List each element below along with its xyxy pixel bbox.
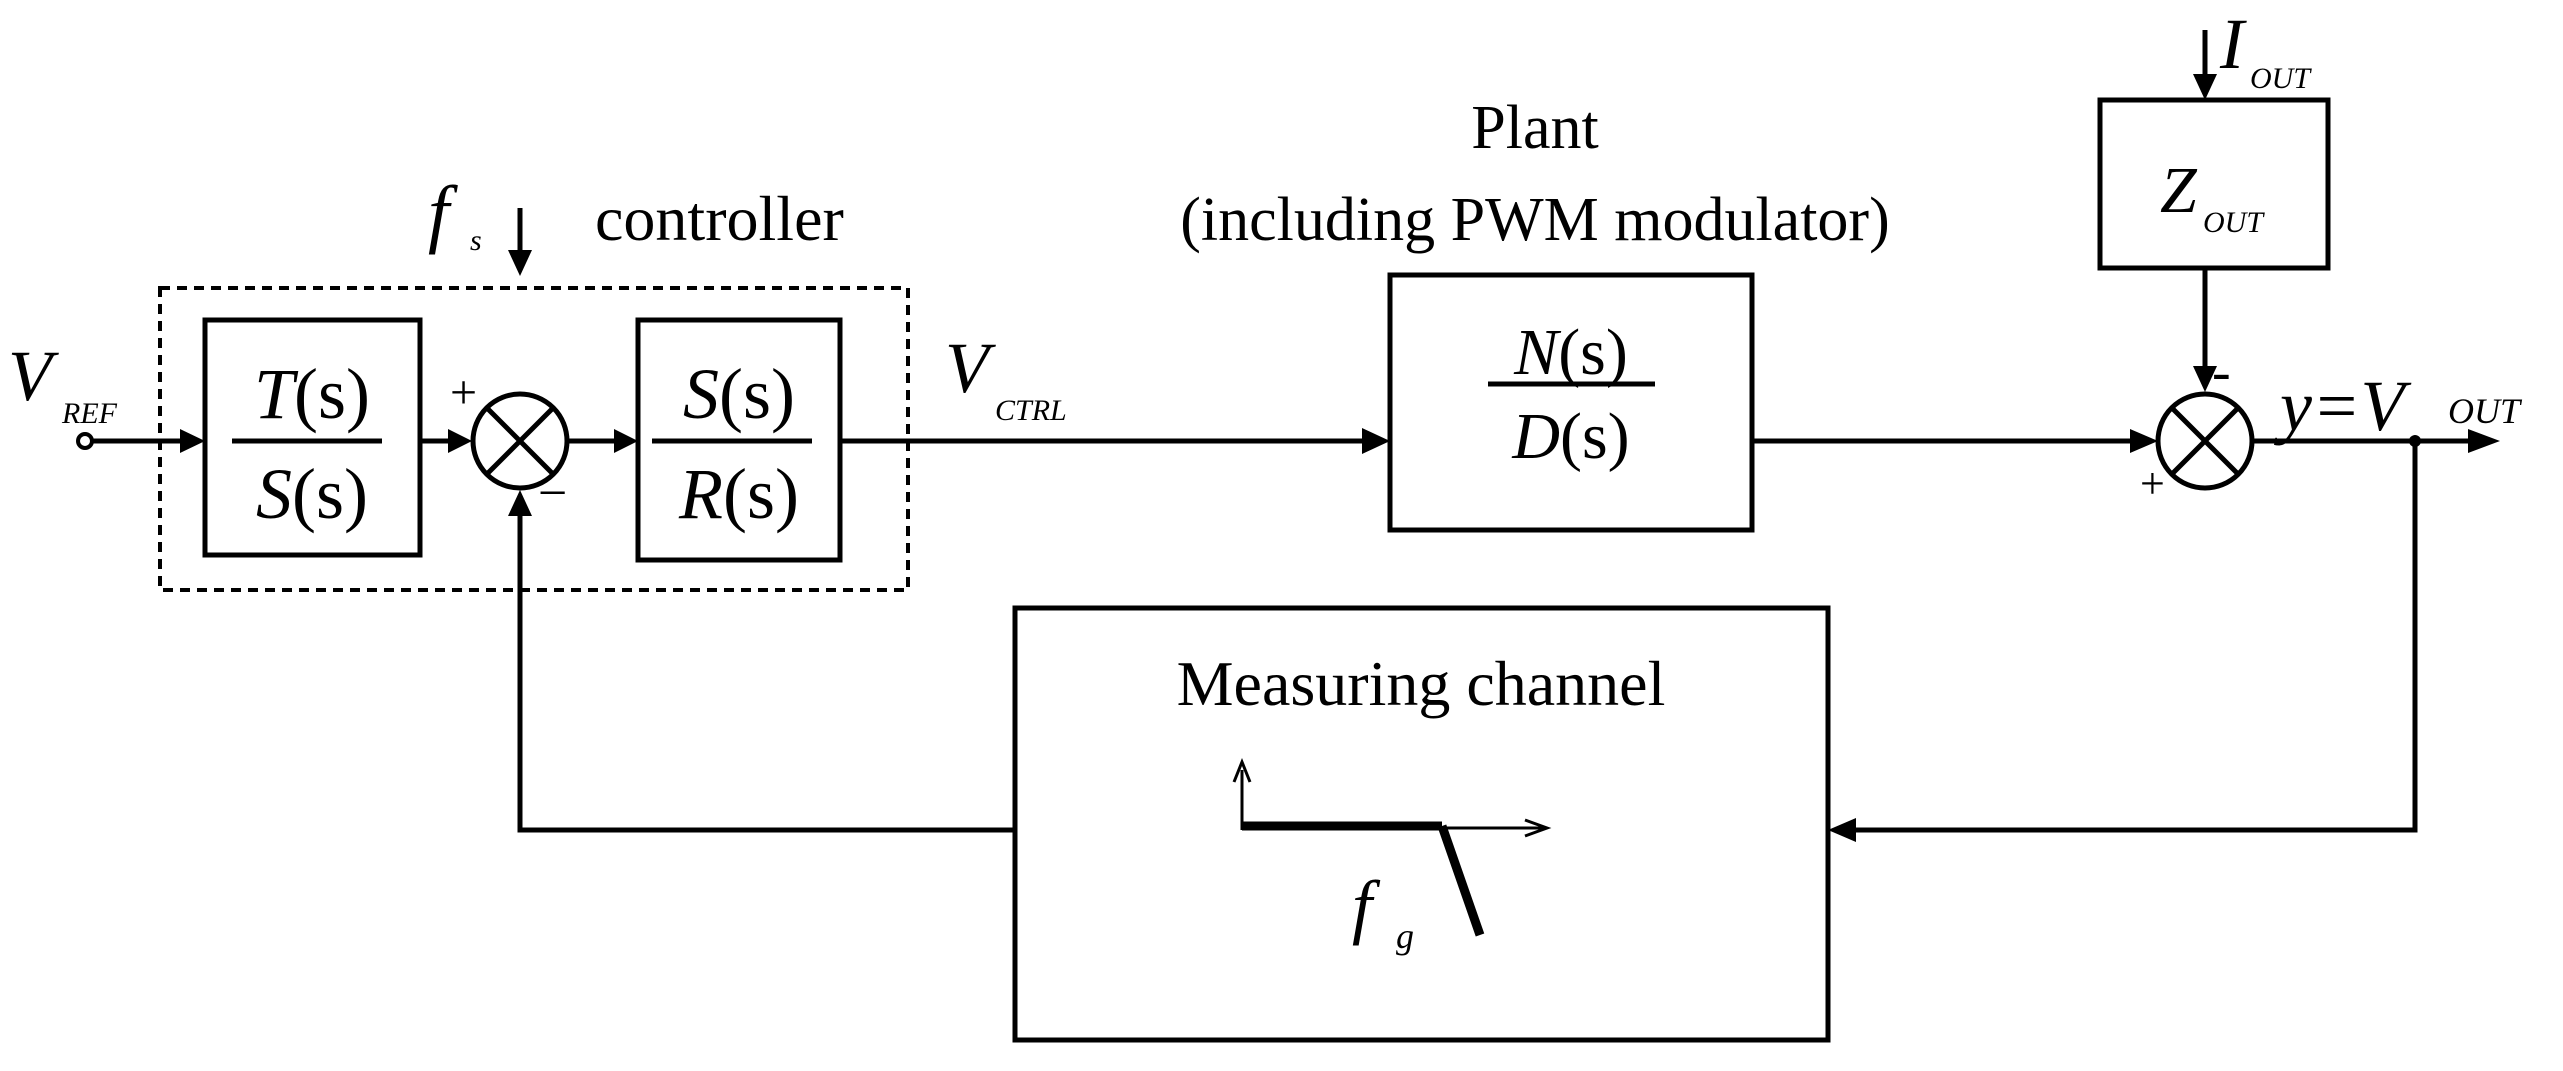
block2-input-arrowhead <box>614 429 638 453</box>
measuring-input-arrowhead <box>1828 818 1856 842</box>
controller-block-t-over-s <box>202 317 423 558</box>
iout-arrowhead <box>2193 74 2217 100</box>
vref-label: V REF <box>8 336 118 430</box>
measuring-channel-title: Measuring channel <box>1177 648 1666 719</box>
summing-junction-controller <box>470 391 570 491</box>
vctrl-label: V CTRL <box>945 328 1067 427</box>
iout-main: I <box>2219 4 2247 84</box>
controller-boundary <box>158 286 910 592</box>
vctrl-sub: CTRL <box>995 394 1067 427</box>
vref-arrowhead <box>180 429 205 453</box>
summing-junction-output <box>2155 391 2255 491</box>
zout-sub: OUT <box>2203 206 2265 239</box>
plant-subtitle: (including PWM modulator) <box>1180 186 1889 254</box>
lowpass-rolloff <box>1437 824 1485 937</box>
lowpass-y-axis-arrow <box>1232 757 1252 783</box>
plant-block <box>1387 272 1755 533</box>
zout-main: Z <box>2160 154 2198 227</box>
block1-numerator: T(s) <box>254 354 370 434</box>
plant-input-arrowhead <box>1362 428 1390 454</box>
vref-sub: REF <box>61 397 118 430</box>
plant-title: Plant <box>1471 94 1598 162</box>
vctrl-main: V <box>945 328 996 408</box>
vref-terminal <box>76 432 94 450</box>
iout-sub: OUT <box>2250 62 2312 95</box>
iout-label: I OUT <box>2219 4 2312 95</box>
feedback-wire-left <box>517 515 1015 833</box>
sum1-input-arrowhead <box>448 429 472 453</box>
fs-label: f s <box>428 171 482 257</box>
block2-numerator: S(s) <box>683 354 795 434</box>
sum2-minus-sign: - <box>2212 341 2231 403</box>
block2-denominator: R(s) <box>678 454 799 534</box>
fs-arrowhead <box>508 250 532 276</box>
output-sub: OUT <box>2448 391 2523 431</box>
zout-label: Z OUT <box>2160 154 2265 239</box>
sum1-feedback-arrowhead <box>508 490 532 516</box>
feedback-wire-right <box>1855 441 2418 833</box>
zout-block <box>2097 97 2331 271</box>
zout-arrowhead <box>2193 366 2217 392</box>
vref-main: V <box>8 336 59 416</box>
lowpass-response-icon <box>1232 757 1552 937</box>
output-label: y=V OUT <box>2273 366 2523 446</box>
sum2-plus-sign: + <box>2140 459 2165 508</box>
sum1-plus-sign: + <box>450 366 477 419</box>
block1-denominator: S(s) <box>256 454 368 534</box>
fg-sub: g <box>1396 916 1414 956</box>
fs-main: f <box>428 171 458 255</box>
fs-sub: s <box>470 224 482 257</box>
sum1-minus-sign: − <box>538 465 567 522</box>
sum2-input-arrowhead <box>2130 429 2158 453</box>
output-main: y=V <box>2273 366 2412 446</box>
lowpass-x-axis-arrow <box>1524 818 1552 838</box>
plant-denominator: D(s) <box>1511 400 1629 473</box>
output-arrowhead <box>2468 429 2500 453</box>
plant-numerator: N(s) <box>1513 316 1628 389</box>
controller-label: controller <box>595 183 844 254</box>
